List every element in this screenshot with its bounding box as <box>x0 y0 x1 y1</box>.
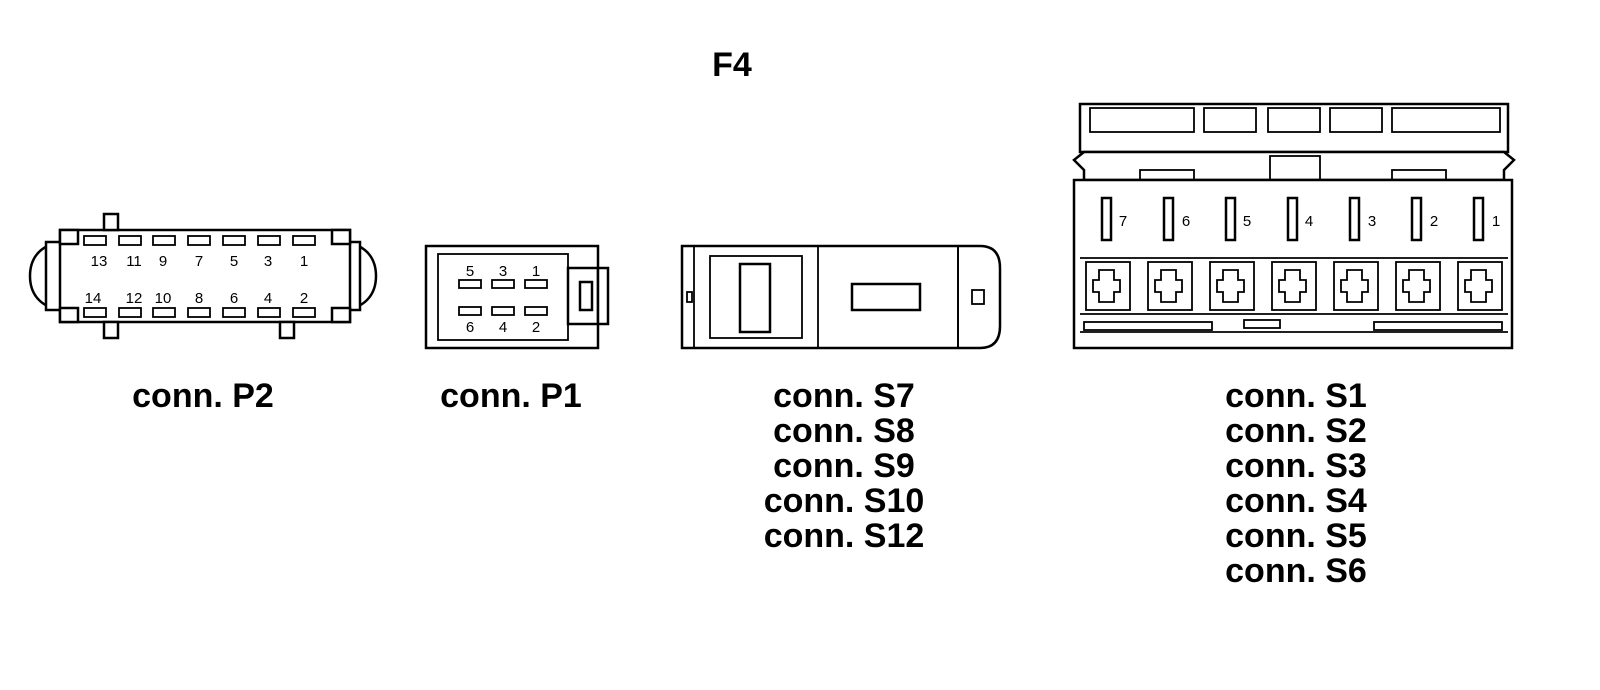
p2-pin-slot <box>118 307 142 318</box>
s-pin-2: 2 <box>1430 213 1438 230</box>
caption-s8: conn. S8 <box>773 412 915 450</box>
connector-s7-s12 <box>680 244 1002 350</box>
caption-s9: conn. S9 <box>773 447 915 485</box>
p2-pin-10: 10 <box>155 290 172 307</box>
s-terminal-cell <box>1457 261 1503 311</box>
s-pin-4: 4 <box>1305 213 1313 230</box>
p1-pin-1: 1 <box>532 263 540 280</box>
p1-pin-slot <box>524 279 548 289</box>
p1-pin-5: 5 <box>466 263 474 280</box>
s-terminal-cell <box>1271 261 1317 311</box>
s-blade-pin <box>1472 196 1485 242</box>
p2-pin-slot <box>118 235 142 246</box>
p1-pin-6: 6 <box>466 319 474 336</box>
s-blade-pin <box>1286 196 1299 242</box>
p1-pin-3: 3 <box>499 263 507 280</box>
p2-pin-slot <box>222 307 246 318</box>
caption-s12: conn. S12 <box>764 517 925 555</box>
caption-s1: conn. S1 <box>1225 377 1367 415</box>
s-terminal-cell <box>1085 261 1131 311</box>
p2-pin-1: 1 <box>300 253 308 270</box>
s-pin-1: 1 <box>1492 213 1500 230</box>
s-blade-pin <box>1224 196 1237 242</box>
p1-pin-slot <box>524 306 548 316</box>
p2-pin-9: 9 <box>159 253 167 270</box>
p1-pin-slot <box>491 306 515 316</box>
p2-pin-5: 5 <box>230 253 238 270</box>
p2-pin-2: 2 <box>300 290 308 307</box>
p2-pin-slot <box>152 307 176 318</box>
p2-pin-slot <box>83 235 107 246</box>
p1-pin-slot <box>491 279 515 289</box>
p2-pin-4: 4 <box>264 290 272 307</box>
p1-pin-slot <box>458 279 482 289</box>
s-terminal-clip <box>1402 269 1431 303</box>
s-terminal-clip <box>1340 269 1369 303</box>
caption-p2: conn. P2 <box>132 377 274 415</box>
p1-pin-4: 4 <box>499 319 507 336</box>
p2-pin-3: 3 <box>264 253 272 270</box>
s1-s6-terminal-row <box>1085 261 1503 311</box>
caption-s4: conn. S4 <box>1225 482 1367 520</box>
caption-s2: conn. S2 <box>1225 412 1367 450</box>
connector-s1-s6: 7 6 5 4 3 2 1 <box>1072 102 1516 350</box>
s-terminal-clip <box>1278 269 1307 303</box>
caption-s3: conn. S3 <box>1225 447 1367 485</box>
caption-p1: conn. P1 <box>440 377 582 415</box>
p2-pin-slot <box>187 235 211 246</box>
caption-s7: conn. S7 <box>773 377 915 415</box>
s-terminal-clip <box>1216 269 1245 303</box>
s-pin-3: 3 <box>1368 213 1376 230</box>
p2-pin-slot <box>83 307 107 318</box>
p2-pin-8: 8 <box>195 290 203 307</box>
p1-pin-2: 2 <box>532 319 540 336</box>
p1-pin-grid <box>458 279 548 316</box>
caption-s5: conn. S5 <box>1225 517 1367 555</box>
s-blade-pin <box>1162 196 1175 242</box>
p2-pin-slot <box>292 307 316 318</box>
diagram-title: F4 <box>712 46 752 84</box>
s-terminal-cell <box>1333 261 1379 311</box>
s-pin-5: 5 <box>1243 213 1251 230</box>
connector-p2: 13 11 9 7 5 3 1 14 12 10 8 6 4 2 <box>28 212 378 340</box>
p2-pin-slot <box>257 235 281 246</box>
p2-pin-grid <box>83 235 316 318</box>
p2-pin-12: 12 <box>126 290 143 307</box>
s-blade-pin <box>1100 196 1113 242</box>
s-terminal-clip <box>1464 269 1493 303</box>
s1-s6-pin-row <box>1100 196 1485 242</box>
connector-p1: 5 3 1 6 4 2 <box>424 244 610 350</box>
s-pin-6: 6 <box>1182 213 1190 230</box>
p2-pin-slot <box>222 235 246 246</box>
p1-pin-slot <box>458 306 482 316</box>
s-blade-pin <box>1348 196 1361 242</box>
p2-pin-slot <box>292 235 316 246</box>
p2-pin-slot <box>187 307 211 318</box>
p2-pin-slot <box>257 307 281 318</box>
p2-pin-slot <box>152 235 176 246</box>
s-terminal-cell <box>1395 261 1441 311</box>
p2-pin-13: 13 <box>91 253 108 270</box>
s-terminal-cell <box>1209 261 1255 311</box>
p2-pin-14: 14 <box>85 290 102 307</box>
p2-pin-11: 11 <box>126 253 142 270</box>
s-terminal-clip <box>1092 269 1121 303</box>
s-pin-7: 7 <box>1119 213 1127 230</box>
caption-s6: conn. S6 <box>1225 552 1367 590</box>
p2-pin-7: 7 <box>195 253 203 270</box>
s-terminal-cell <box>1147 261 1193 311</box>
p2-pin-6: 6 <box>230 290 238 307</box>
caption-s10: conn. S10 <box>764 482 925 520</box>
s-terminal-clip <box>1154 269 1183 303</box>
s-blade-pin <box>1410 196 1423 242</box>
